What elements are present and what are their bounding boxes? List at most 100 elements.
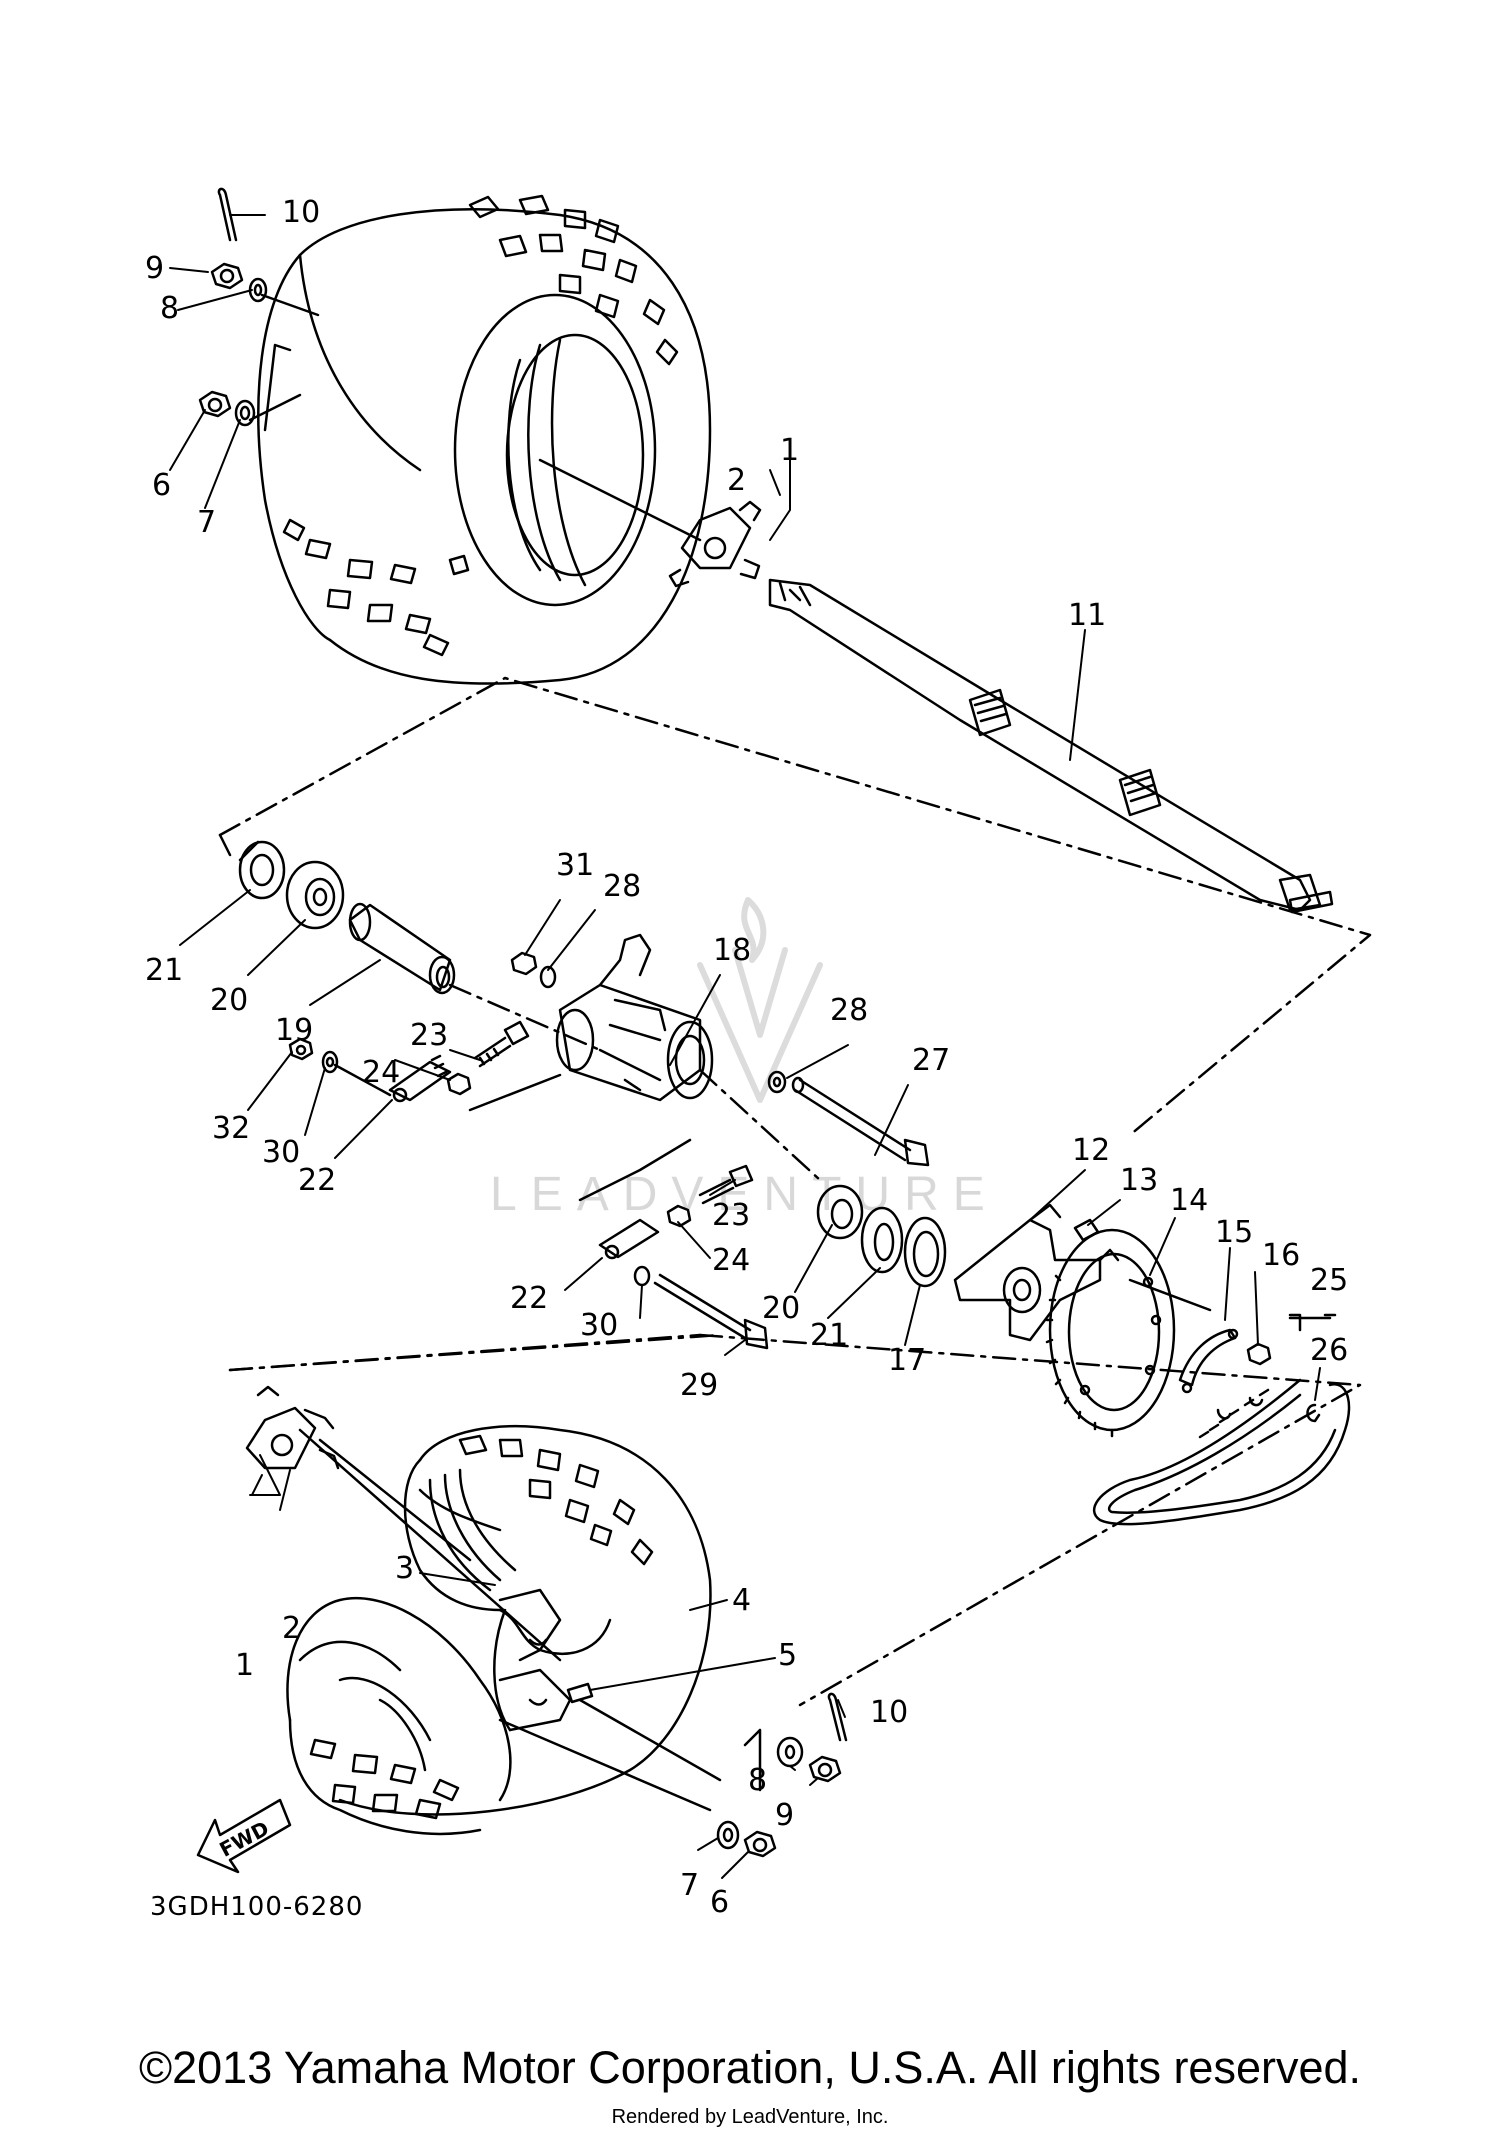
callout-18: 18 xyxy=(713,933,751,968)
stud-leader xyxy=(578,1698,722,1782)
drawing-code: 3GDH100-6280 xyxy=(150,1892,363,1922)
callout-7-bottom: 7 xyxy=(680,1868,699,1903)
axle-housing-carrier xyxy=(555,933,714,1102)
sleeve-19 xyxy=(348,902,456,995)
callout-9-top: 9 xyxy=(145,251,164,286)
callout-22-left: 22 xyxy=(298,1163,336,1198)
rear-tire-left xyxy=(286,1425,712,1836)
callout-3: 3 xyxy=(395,1551,414,1586)
hub-axis-line-bottom xyxy=(298,1428,562,1662)
leadventure-watermark-logo xyxy=(697,897,823,1103)
callout-5: 5 xyxy=(778,1638,797,1673)
wheel-nut-6-bottom xyxy=(743,1830,777,1858)
callout-28-upper: 28 xyxy=(603,869,641,904)
callout-20-right: 20 xyxy=(762,1291,800,1326)
nut-32 xyxy=(288,1037,314,1061)
callout-23-right: 23 xyxy=(712,1198,750,1233)
callout-6-top: 6 xyxy=(152,468,171,503)
washer-30-left xyxy=(321,1050,339,1074)
bolt-29 xyxy=(653,1273,769,1350)
washer-28-right xyxy=(767,1070,787,1094)
copyright-notice: ©2013 Yamaha Motor Corporation, U.S.A. A… xyxy=(138,2042,1362,2093)
nut-16 xyxy=(1246,1342,1272,1366)
rear-axle-shaft xyxy=(768,578,1334,914)
fwd-arrow-icon xyxy=(196,1798,292,1874)
oil-seal-17 xyxy=(903,1216,947,1288)
watermark-text: LEADVENTURE xyxy=(490,1168,999,1221)
callout-7-top: 7 xyxy=(197,505,216,540)
callout-8-bottom: 8 xyxy=(748,1763,767,1798)
washer-30-right xyxy=(633,1265,651,1287)
wheel-stud-5 xyxy=(566,1682,594,1704)
carrier-axis xyxy=(698,1068,822,1182)
sprocket-leader xyxy=(1128,1278,1212,1312)
drive-chain-25 xyxy=(1093,1378,1351,1526)
callout-leaders xyxy=(169,214,1321,1879)
bearing-21-left xyxy=(238,840,286,900)
rear-sprocket-14 xyxy=(1045,1228,1176,1438)
wheel-axis-line xyxy=(538,458,702,542)
lock-washer-7-bottom xyxy=(716,1820,740,1850)
stud-13 xyxy=(1073,1218,1100,1242)
callout-26: 26 xyxy=(1310,1333,1348,1368)
wheel-hub-top xyxy=(668,500,762,588)
bracket-25 xyxy=(1288,1313,1337,1332)
fwd-label: FWD xyxy=(215,1816,272,1862)
callout-1-top: 1 xyxy=(780,433,799,468)
master-link-clip-26 xyxy=(1306,1403,1321,1423)
callout-20-left: 20 xyxy=(210,983,248,1018)
callout-24-left: 24 xyxy=(362,1055,400,1090)
callout-12: 12 xyxy=(1072,1133,1110,1168)
callout-16: 16 xyxy=(1262,1238,1300,1273)
hub-leader-bottom xyxy=(318,1438,472,1562)
callout-32: 32 xyxy=(212,1111,250,1146)
chain-adjuster-22-right xyxy=(598,1218,660,1260)
callout-6-bottom: 6 xyxy=(710,1885,729,1920)
callout-15: 15 xyxy=(1215,1215,1253,1250)
callout-27: 27 xyxy=(912,1043,950,1078)
nut-24-right xyxy=(666,1204,692,1228)
cotter-pin-10-bottom xyxy=(827,1692,848,1742)
callout-30-left: 30 xyxy=(262,1135,300,1170)
callout-17: 17 xyxy=(888,1343,926,1378)
bracket-8 xyxy=(743,1728,762,1792)
bolt-23-left xyxy=(473,1020,530,1068)
axle-nut-9-bottom xyxy=(808,1755,842,1783)
callout-23-left: 23 xyxy=(410,1018,448,1053)
bolt-27 xyxy=(791,1076,930,1167)
callout-30-right: 30 xyxy=(580,1308,618,1343)
adjuster-right-leader xyxy=(578,1138,692,1202)
assembly-boundary-lower xyxy=(228,1333,1362,1707)
callout-2-top: 2 xyxy=(727,463,746,498)
washer-28-upper xyxy=(539,965,557,989)
adjuster-leaders xyxy=(333,1063,562,1112)
callout-10-top: 10 xyxy=(282,195,320,230)
callout-1-bottom: 1 xyxy=(235,1648,254,1683)
callout-8-top: 8 xyxy=(160,291,179,326)
callout-28-right: 28 xyxy=(830,993,868,1028)
callout-21-right: 21 xyxy=(810,1318,848,1353)
boundary-corner xyxy=(218,833,232,857)
callout-31: 31 xyxy=(556,848,594,883)
callout-4: 4 xyxy=(732,1583,751,1618)
leader-lines-top xyxy=(248,293,320,422)
bearing-21-right xyxy=(860,1206,904,1274)
callout-29: 29 xyxy=(680,1368,718,1403)
nut-31 xyxy=(510,951,538,976)
callout-21-left: 21 xyxy=(145,953,183,988)
assembly-boundary-lower-left xyxy=(228,1333,702,1372)
bearing-20-right xyxy=(816,1184,864,1240)
callout-25: 25 xyxy=(1310,1263,1348,1298)
callout-19: 19 xyxy=(275,1013,313,1048)
sleeve-axis xyxy=(448,983,602,1052)
assembly-boundary-upper xyxy=(218,676,1372,1137)
bracket-top xyxy=(263,343,292,432)
cotter-pin-top xyxy=(217,187,238,242)
callout-14: 14 xyxy=(1170,1183,1208,1218)
lock-washer-top xyxy=(234,399,256,427)
rear-tire-right xyxy=(257,194,712,685)
washer-8-bottom xyxy=(776,1736,804,1768)
bearing-20-left xyxy=(285,860,345,930)
callout-13: 13 xyxy=(1120,1163,1158,1198)
